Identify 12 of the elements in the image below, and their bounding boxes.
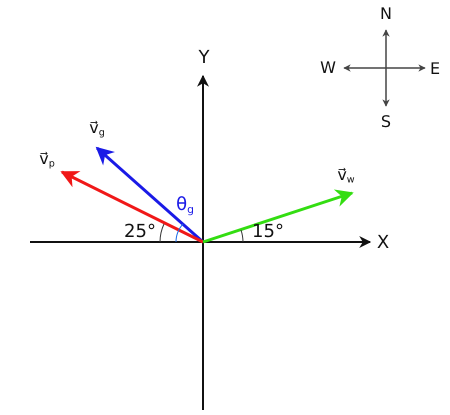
vector-label: v⃗$_{p}$ <box>39 150 55 170</box>
compass-label: S <box>380 114 392 130</box>
compass-label: W <box>320 60 336 76</box>
angle-label: 25° <box>124 223 156 241</box>
axis-label: X <box>376 234 390 252</box>
vector-label: v⃗$_{w}$ <box>337 166 355 186</box>
vector-label: v⃗$_{g}$ <box>89 120 105 138</box>
compass-label: E <box>430 61 440 77</box>
angle-label: θ$_{g}$ <box>176 196 194 216</box>
angle-label: 15° <box>252 223 284 241</box>
compass-label: N <box>380 6 392 22</box>
axis-label: Y <box>198 49 210 67</box>
